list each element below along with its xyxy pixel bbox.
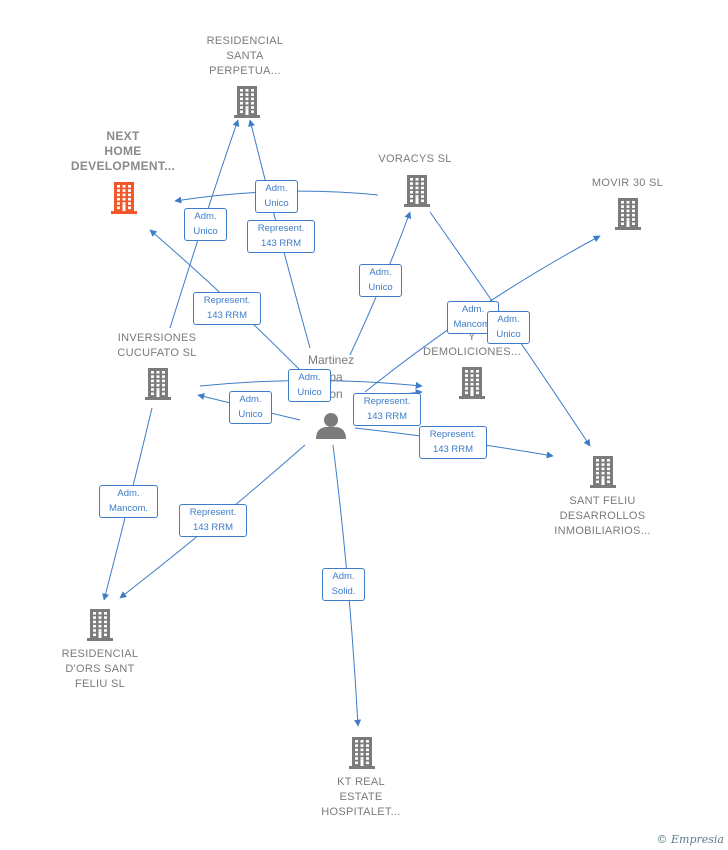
residencial-dors-building-icon[interactable] (87, 609, 113, 641)
edge-label-adm-solid[interactable]: Adm. Solid. (322, 568, 365, 601)
node-kt-real-label[interactable]: KT REAL ESTATE HOSPITALET... (321, 776, 401, 818)
edge-label-represent-3[interactable]: Represent. 143 RRM (353, 393, 421, 426)
edge-label-adm-unico-6[interactable]: Adm. Unico (229, 391, 272, 424)
edge-label-adm-unico-3[interactable]: Adm. Unico (359, 264, 402, 297)
icons (87, 86, 641, 769)
node-residencial-dors-label[interactable]: RESIDENCIAL D'ORS SANT FELIU SL (61, 648, 139, 690)
node-next-home-label[interactable]: NEXT HOME DEVELOPMENT... (70, 129, 176, 173)
person-icon[interactable] (316, 413, 346, 439)
edge-label-represent-2[interactable]: Represent. 143 RRM (193, 292, 261, 325)
node-inversiones-label[interactable]: INVERSIONES CUCUFATO SL (117, 332, 197, 359)
node-sant-feliu-label[interactable]: SANT FELIU DESARROLLOS INMOBILIARIOS... (554, 495, 651, 537)
excavaciones-building-icon[interactable] (459, 367, 485, 399)
edge-label-adm-unico-4[interactable]: Adm. Unico (487, 311, 530, 344)
node-movir-label[interactable]: MOVIR 30 SL (591, 177, 664, 189)
copyright-icon: © (656, 833, 668, 846)
edge-label-represent-1[interactable]: Represent. 143 RRM (247, 220, 315, 253)
edge-label-represent-5[interactable]: Represent. 143 RRM (179, 504, 247, 537)
sant-feliu-building-icon[interactable] (590, 456, 616, 488)
edge-label-adm-unico-1[interactable]: Adm. Unico (255, 180, 298, 213)
residencial-santa-building-icon[interactable] (234, 86, 260, 118)
node-residencial-santa-label[interactable]: RESIDENCIAL SANTA PERPETUA... (206, 35, 284, 77)
kt-real-building-icon[interactable] (349, 737, 375, 769)
edge-label-represent-4[interactable]: Represent. 143 RRM (419, 426, 487, 459)
edge-label-adm-unico-2[interactable]: Adm. Unico (184, 208, 227, 241)
inversiones-building-icon[interactable] (145, 368, 171, 400)
edge-label-adm-mancom-2[interactable]: Adm. Mancom. (99, 485, 158, 518)
movir-building-icon[interactable] (615, 198, 641, 230)
edge-label-adm-unico-5[interactable]: Adm. Unico (288, 369, 331, 402)
edges (102, 119, 601, 727)
brand-watermark: © Empresia (657, 833, 725, 846)
next-home-building-icon[interactable] (111, 182, 137, 214)
node-voracys-label[interactable]: VORACYS SL (378, 153, 452, 165)
brand-name: Empresia (671, 833, 724, 846)
voracys-building-icon[interactable] (404, 175, 430, 207)
